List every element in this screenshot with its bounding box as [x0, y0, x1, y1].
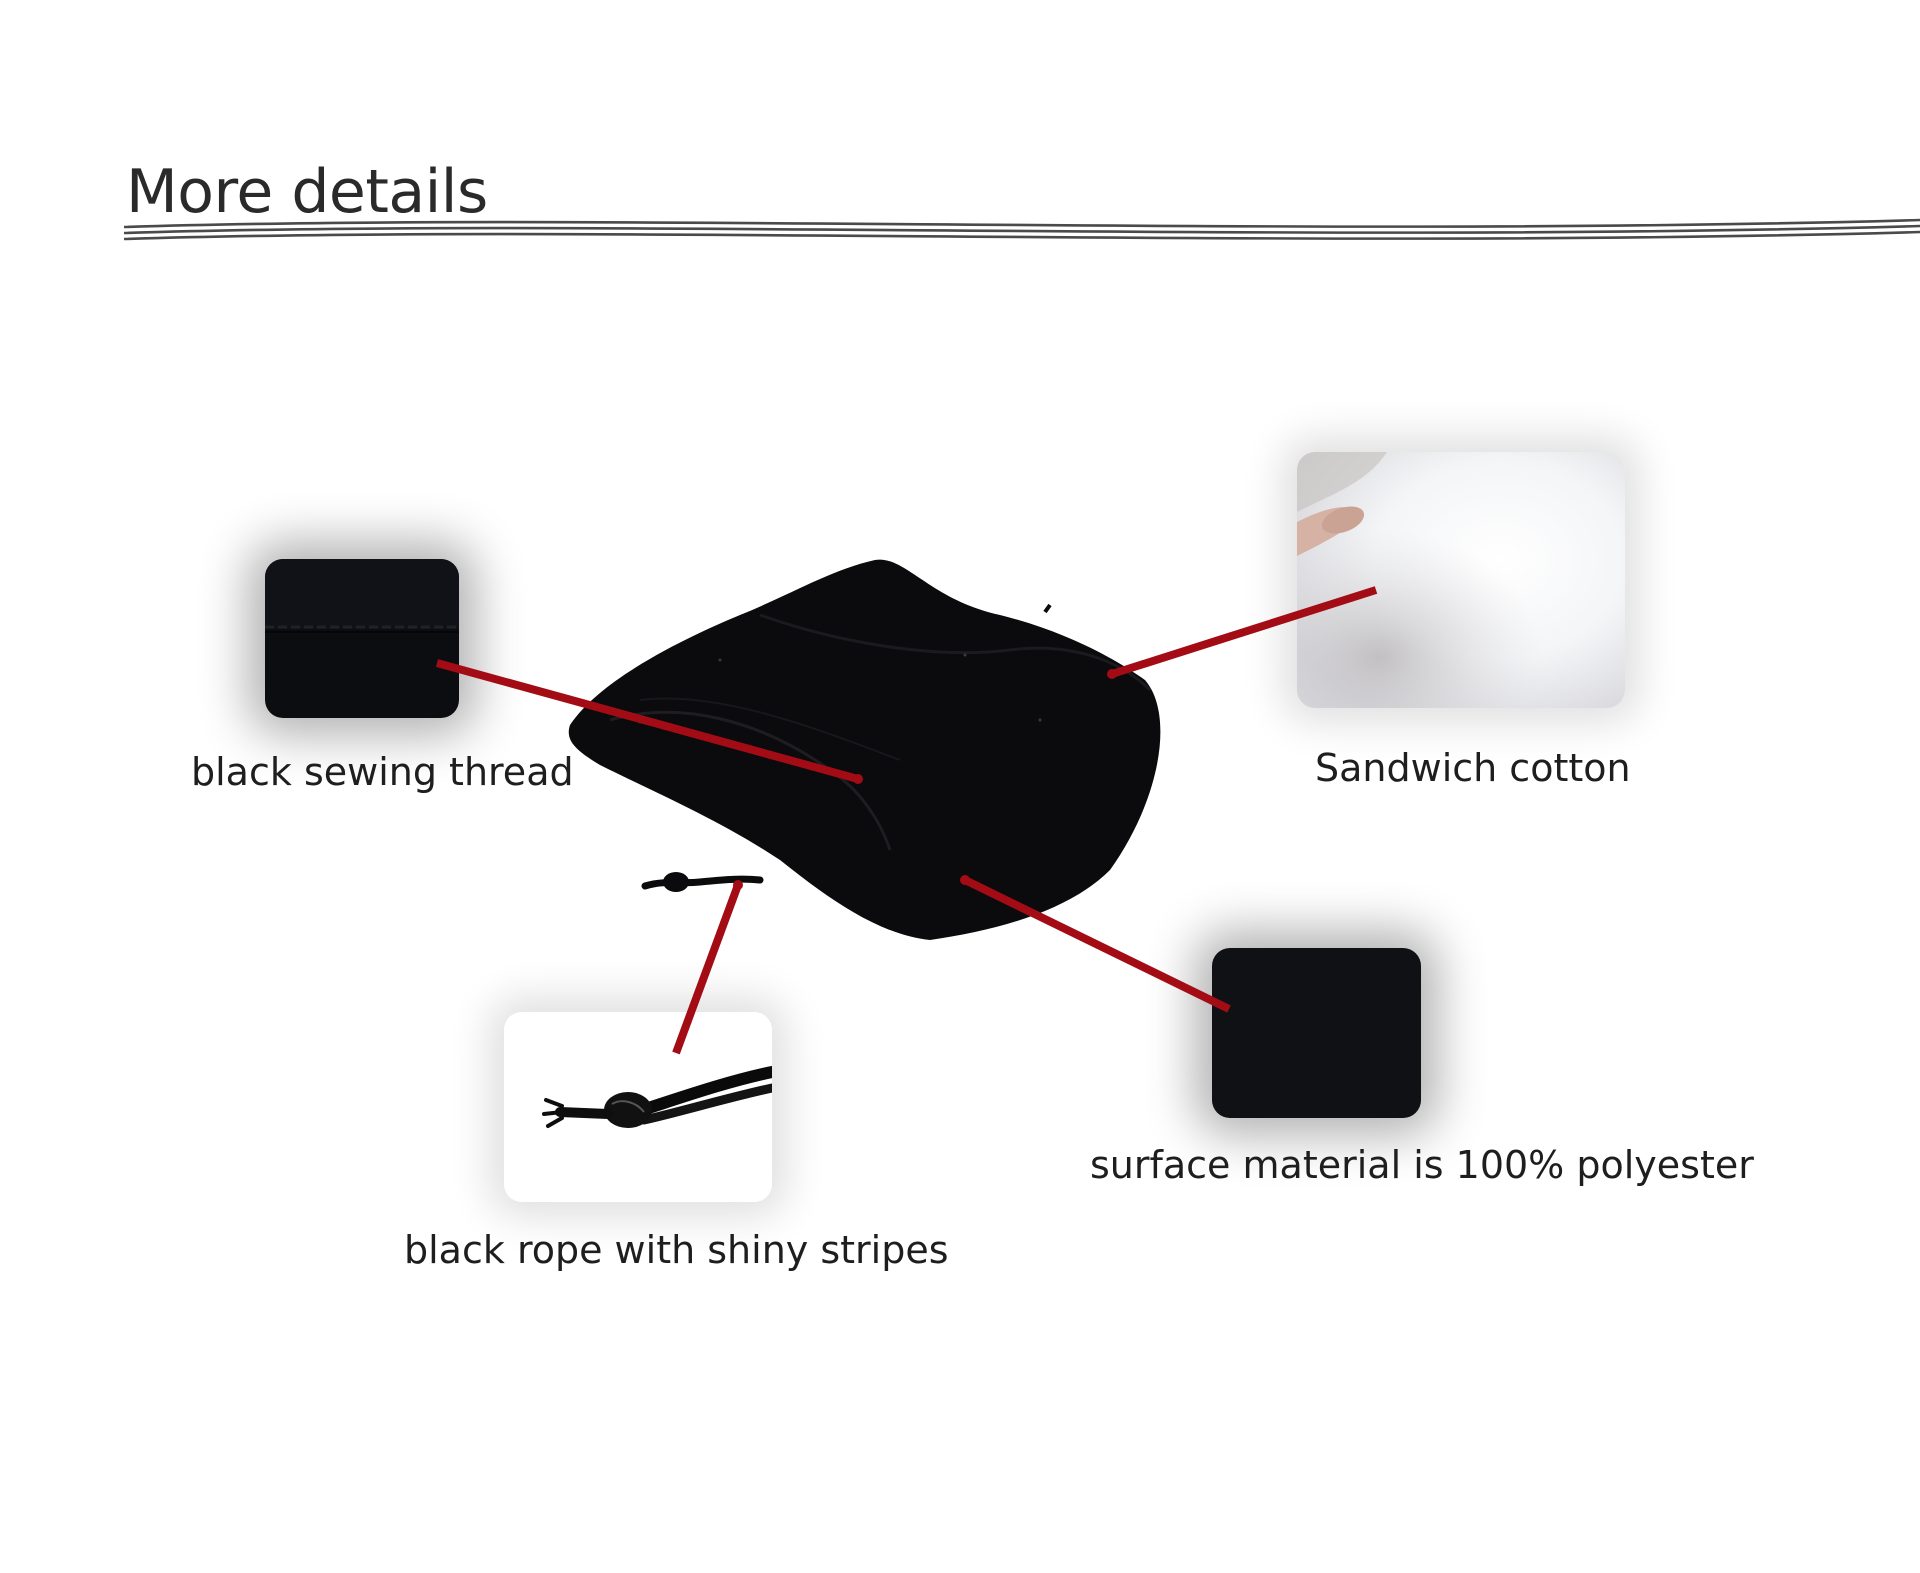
polyester-label: surface material is 100% polyester — [1090, 1143, 1754, 1187]
rope-thumbnail — [504, 1012, 772, 1202]
sewing-thread-label: black sewing thread — [191, 750, 574, 794]
polyester-thumbnail — [1212, 948, 1421, 1118]
leader-lines — [435, 586, 1378, 1055]
page-title: More details — [126, 157, 488, 227]
cotton-thumbnail — [1297, 452, 1625, 708]
cotton-label: Sandwich cotton — [1315, 746, 1631, 790]
title-wavy-rule — [123, 218, 1920, 241]
rope-label: black rope with shiny stripes — [404, 1228, 949, 1272]
drawstring-pouch-illustration — [568, 559, 1161, 940]
sewing-thread-thumbnail — [265, 559, 459, 718]
